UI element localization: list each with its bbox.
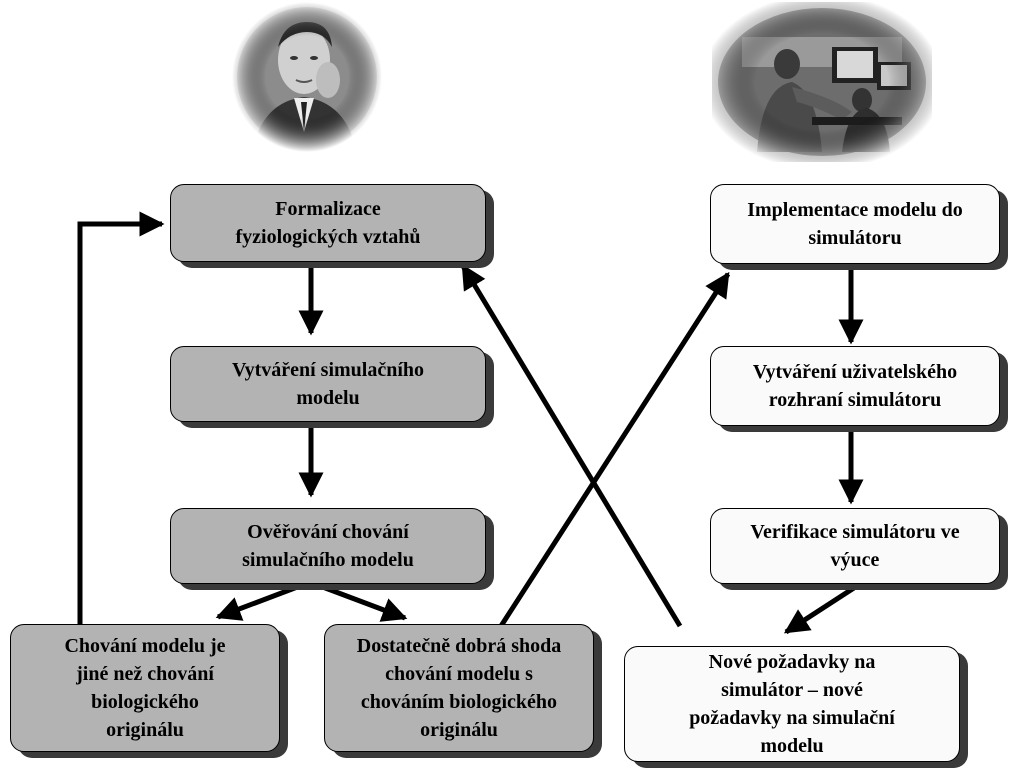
box-rozhrani-line-2: rozhraní simulátoru (768, 389, 942, 411)
box-shoda-line-2: chování modelu s (385, 663, 533, 685)
box-overovani-line-1: Ověřování chování (247, 521, 409, 543)
box-rozhrani: Vytváření uživatelského rozhraní simulát… (710, 346, 1008, 432)
people-at-computer-photo (712, 2, 932, 162)
box-vytvareni-modelu-line-1: Vytváření simulačního (231, 359, 425, 381)
box-pozadavky-line-4: modelu (760, 735, 824, 757)
box-implementace: Implementace modelu do simulátoru (710, 184, 1008, 270)
box-overovani-line-2: simulačního modelu (242, 549, 414, 571)
arrow-overovani-to-chovani (215, 583, 301, 621)
box-shoda: Dostatečně dobrá shoda chování modelu s … (324, 624, 602, 758)
box-shoda-line-4: originálu (420, 719, 498, 741)
box-formalizace: Formalizace fyziologických vztahů (170, 184, 494, 268)
box-rozhrani-line-1: Vytváření uživatelského (752, 361, 958, 383)
box-pozadavky-line-1: Nové požadavky na (708, 651, 876, 673)
box-pozadavky-line-3: požadavky na simulační (689, 707, 895, 729)
box-vytvareni-modelu: Vytváření simulačního modelu (170, 346, 494, 428)
box-chovani-jine-line-3: biologického (91, 691, 199, 713)
arrow-pozadavky-to-formalizace (460, 263, 683, 628)
box-shoda-line-3: chováním biologického (360, 691, 558, 713)
box-chovani-jine-line-4: originálu (106, 719, 184, 741)
box-verifikace-line-2: výuce (830, 549, 880, 571)
man-thinking-photo (232, 2, 382, 152)
box-pozadavky-line-2: simulátor – nové (721, 679, 863, 701)
box-vytvareni-modelu-line-2: modelu (296, 387, 360, 409)
box-implementace-line-2: simulátoru (808, 227, 902, 249)
box-verifikace: Verifikace simulátoru ve výuce (710, 508, 1008, 590)
arrow-chovani-to-formalizace (77, 211, 165, 624)
box-formalizace-line-1: Formalizace (275, 198, 381, 220)
box-chovani-jine-line-1: Chování modelu je (64, 635, 226, 657)
arrow-overovani-to-shoda (319, 583, 408, 622)
box-chovani-jine: Chování modelu je jiné než chování biolo… (10, 624, 288, 758)
box-overovani: Ověřování chování simulačního modelu (170, 508, 494, 590)
box-formalizace-line-2: fyziologických vztahů (235, 226, 421, 248)
box-verifikace-line-1: Verifikace simulátoru ve (750, 521, 960, 543)
arrow-shoda-to-implementace (489, 271, 731, 642)
box-shoda-line-1: Dostatečně dobrá shoda (356, 635, 562, 657)
box-pozadavky: Nové požadavky na simulátor – nové požad… (624, 646, 968, 768)
box-chovani-jine-line-2: jiné než chování (76, 663, 214, 685)
box-implementace-line-1: Implementace modelu do (747, 199, 963, 221)
arrow-verifikace-to-pozadavky (783, 581, 862, 635)
